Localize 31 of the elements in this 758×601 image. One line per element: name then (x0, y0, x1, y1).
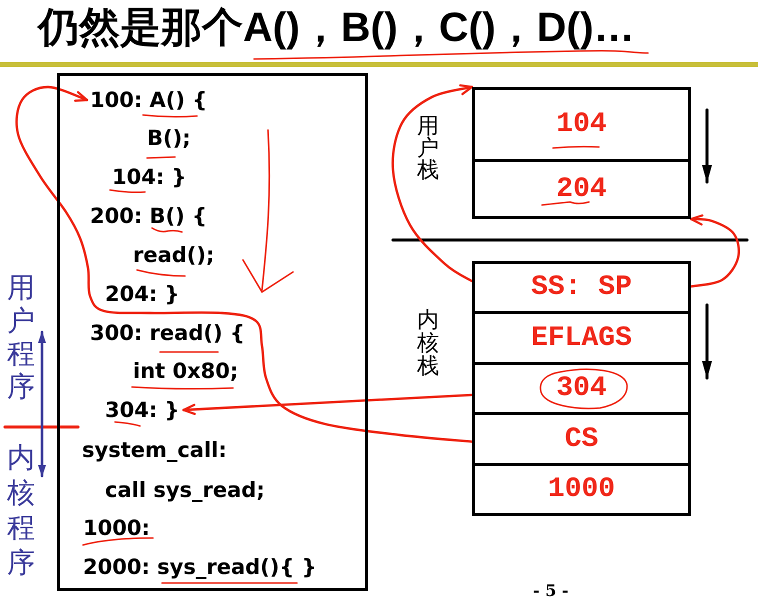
code-line: read(); (133, 243, 214, 267)
stack-cell: 304 (472, 362, 691, 415)
side-label: 用户栈 (416, 116, 440, 182)
code-line: int 0x80; (133, 359, 238, 383)
code-panel (57, 73, 368, 591)
stack-cell: CS (472, 412, 691, 466)
code-line: 1000: (83, 516, 150, 540)
code-line: 104: } (112, 165, 186, 189)
code-line: B(); (147, 126, 191, 150)
side-label: 内核栈 (416, 309, 440, 378)
arrow (690, 214, 740, 288)
code-line: 2000: sys_read(){ } (83, 555, 317, 579)
side-label: 用户程序 (6, 271, 36, 403)
stack-cell: 104 (472, 87, 691, 162)
title: 仍然是那个A()，B()，C()，D()… (38, 6, 635, 48)
code-line: call sys_read; (105, 478, 265, 502)
code-line: 204: } (105, 282, 180, 306)
stack-cell: 1000 (472, 463, 691, 516)
stack-cell: EFLAGS (472, 311, 691, 365)
side-label: 内核程序 (6, 440, 36, 580)
stack-cell: 204 (472, 159, 691, 219)
page-number: - 5 - (533, 582, 569, 600)
code-line: system_call: (82, 438, 227, 462)
code-line: 100: A() { (90, 88, 208, 112)
code-line: 300: read() { (90, 321, 245, 345)
code-line: 200: B() { (90, 204, 208, 228)
arrow (15, 86, 474, 443)
code-line: 304: } (105, 398, 180, 422)
arrow (182, 394, 474, 416)
stack-cell: SS: SP (472, 261, 691, 314)
arrow (392, 84, 474, 282)
